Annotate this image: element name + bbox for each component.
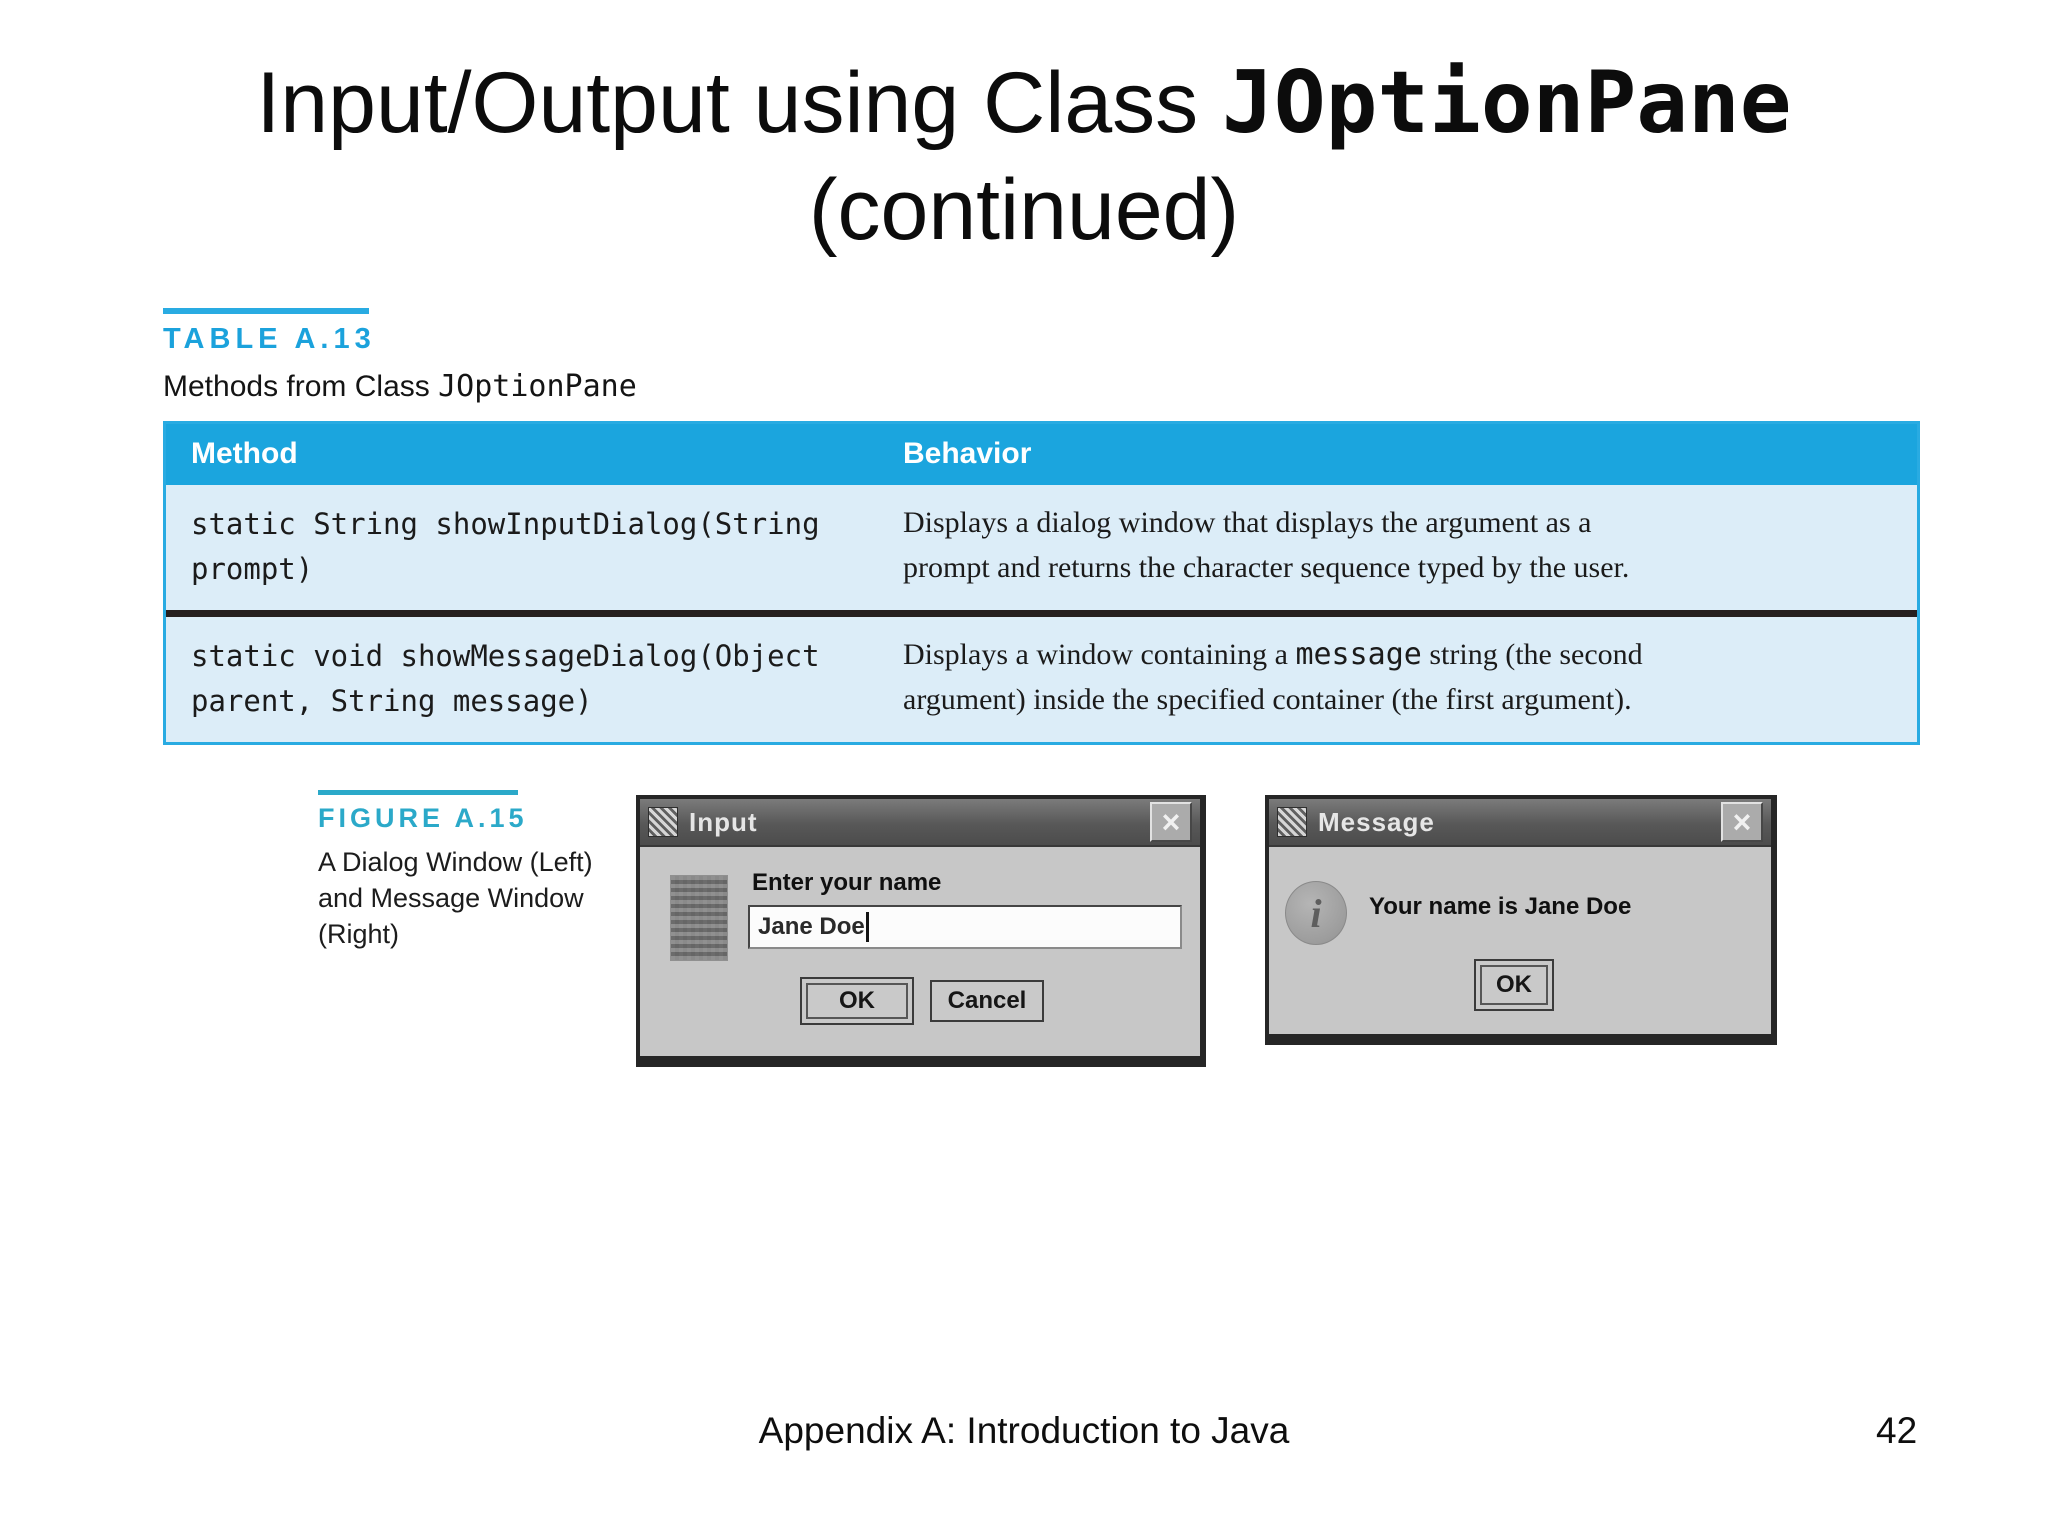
behavior-line: Displays a window containing a message s… bbox=[903, 632, 1857, 677]
method-cell: static void showMessageDialog(Object par… bbox=[191, 638, 820, 718]
figure-label: FIGURE A.15 bbox=[318, 803, 528, 833]
table-label: TABLE A.13 bbox=[163, 323, 376, 355]
input-dialog-window: Input × Enter your name Jane Doe OK Canc… bbox=[636, 795, 1206, 1067]
slide-title-text: Input/Output using Class bbox=[256, 55, 1223, 151]
table-row: static void showMessageDialog(Object par… bbox=[166, 617, 1917, 742]
figure-label-rule bbox=[318, 790, 518, 795]
figure-caption-line: (Right) bbox=[318, 918, 400, 949]
table-caption-code: JOptionPane bbox=[438, 369, 637, 404]
message-dialog-title: Message bbox=[1318, 806, 1435, 837]
table-header-row: Method Behavior bbox=[166, 424, 1917, 485]
close-icon[interactable]: × bbox=[1150, 802, 1192, 842]
slide-title-code: JOptionPane bbox=[1222, 53, 1792, 153]
behavior-text: Displays a window containing a bbox=[903, 637, 1296, 671]
behavior-text: string (the second bbox=[1421, 637, 1643, 671]
java-coffee-icon bbox=[1277, 807, 1307, 837]
column-header-method: Method bbox=[191, 437, 298, 470]
table-caption: Methods from Class JOptionPane bbox=[163, 369, 1920, 404]
table-row-divider bbox=[166, 609, 1917, 617]
close-icon[interactable]: × bbox=[1721, 802, 1763, 842]
message-text: Your name is Jane Doe bbox=[1369, 893, 1632, 920]
message-dialog-window: Message × i Your name is Jane Doe OK bbox=[1265, 795, 1777, 1045]
name-input-field[interactable]: Jane Doe bbox=[748, 905, 1182, 949]
page-number: 42 bbox=[1876, 1410, 1918, 1451]
ok-button[interactable]: OK bbox=[800, 977, 914, 1025]
slide-title-line2: (continued) bbox=[808, 161, 1240, 258]
behavior-line: Displays a dialog window that displays t… bbox=[903, 506, 1592, 539]
methods-table: Method Behavior static String showInputD… bbox=[163, 421, 1920, 745]
question-icon bbox=[670, 875, 728, 961]
input-prompt-label: Enter your name bbox=[752, 869, 942, 896]
name-input-value: Jane Doe bbox=[758, 913, 865, 940]
cancel-button[interactable]: Cancel bbox=[930, 980, 1044, 1022]
input-dialog-title: Input bbox=[689, 806, 758, 837]
column-header-behavior: Behavior bbox=[903, 437, 1032, 470]
behavior-code: message bbox=[1295, 636, 1422, 672]
behavior-cell: Displays a window containing a message s… bbox=[878, 617, 1917, 742]
message-dialog-titlebar[interactable]: Message × bbox=[1269, 799, 1771, 847]
slide-title: Input/Output using Class JOptionPane (co… bbox=[0, 50, 2048, 263]
table-section: TABLE A.13 Methods from Class JOptionPan… bbox=[163, 308, 1920, 745]
method-cell: static String showInputDialog(String pro… bbox=[191, 507, 820, 586]
footer-text: Appendix A: Introduction to Java bbox=[758, 1410, 1290, 1451]
figure-caption-line: A Dialog Window (Left) bbox=[318, 847, 593, 877]
info-icon: i bbox=[1285, 881, 1347, 945]
input-dialog-titlebar[interactable]: Input × bbox=[640, 799, 1200, 847]
behavior-cell: Displays a dialog window that displays t… bbox=[878, 485, 1917, 610]
figure-section: FIGURE A.15 A Dialog Window (Left) and M… bbox=[318, 790, 628, 953]
figure-caption-line: and Message Window bbox=[318, 882, 584, 913]
text-cursor bbox=[865, 912, 869, 942]
behavior-line: prompt and returns the character sequenc… bbox=[903, 551, 1630, 584]
table-label-rule bbox=[163, 308, 369, 314]
table-caption-text: Methods from Class bbox=[163, 370, 439, 403]
behavior-line: argument) inside the specified container… bbox=[903, 682, 1632, 716]
java-coffee-icon bbox=[648, 807, 678, 837]
slide-title-line1: Input/Output using Class JOptionPane bbox=[0, 50, 2048, 157]
table-row: static String showInputDialog(String pro… bbox=[166, 485, 1917, 610]
ok-button[interactable]: OK bbox=[1474, 959, 1554, 1011]
figure-caption: A Dialog Window (Left) and Message Windo… bbox=[318, 845, 628, 953]
